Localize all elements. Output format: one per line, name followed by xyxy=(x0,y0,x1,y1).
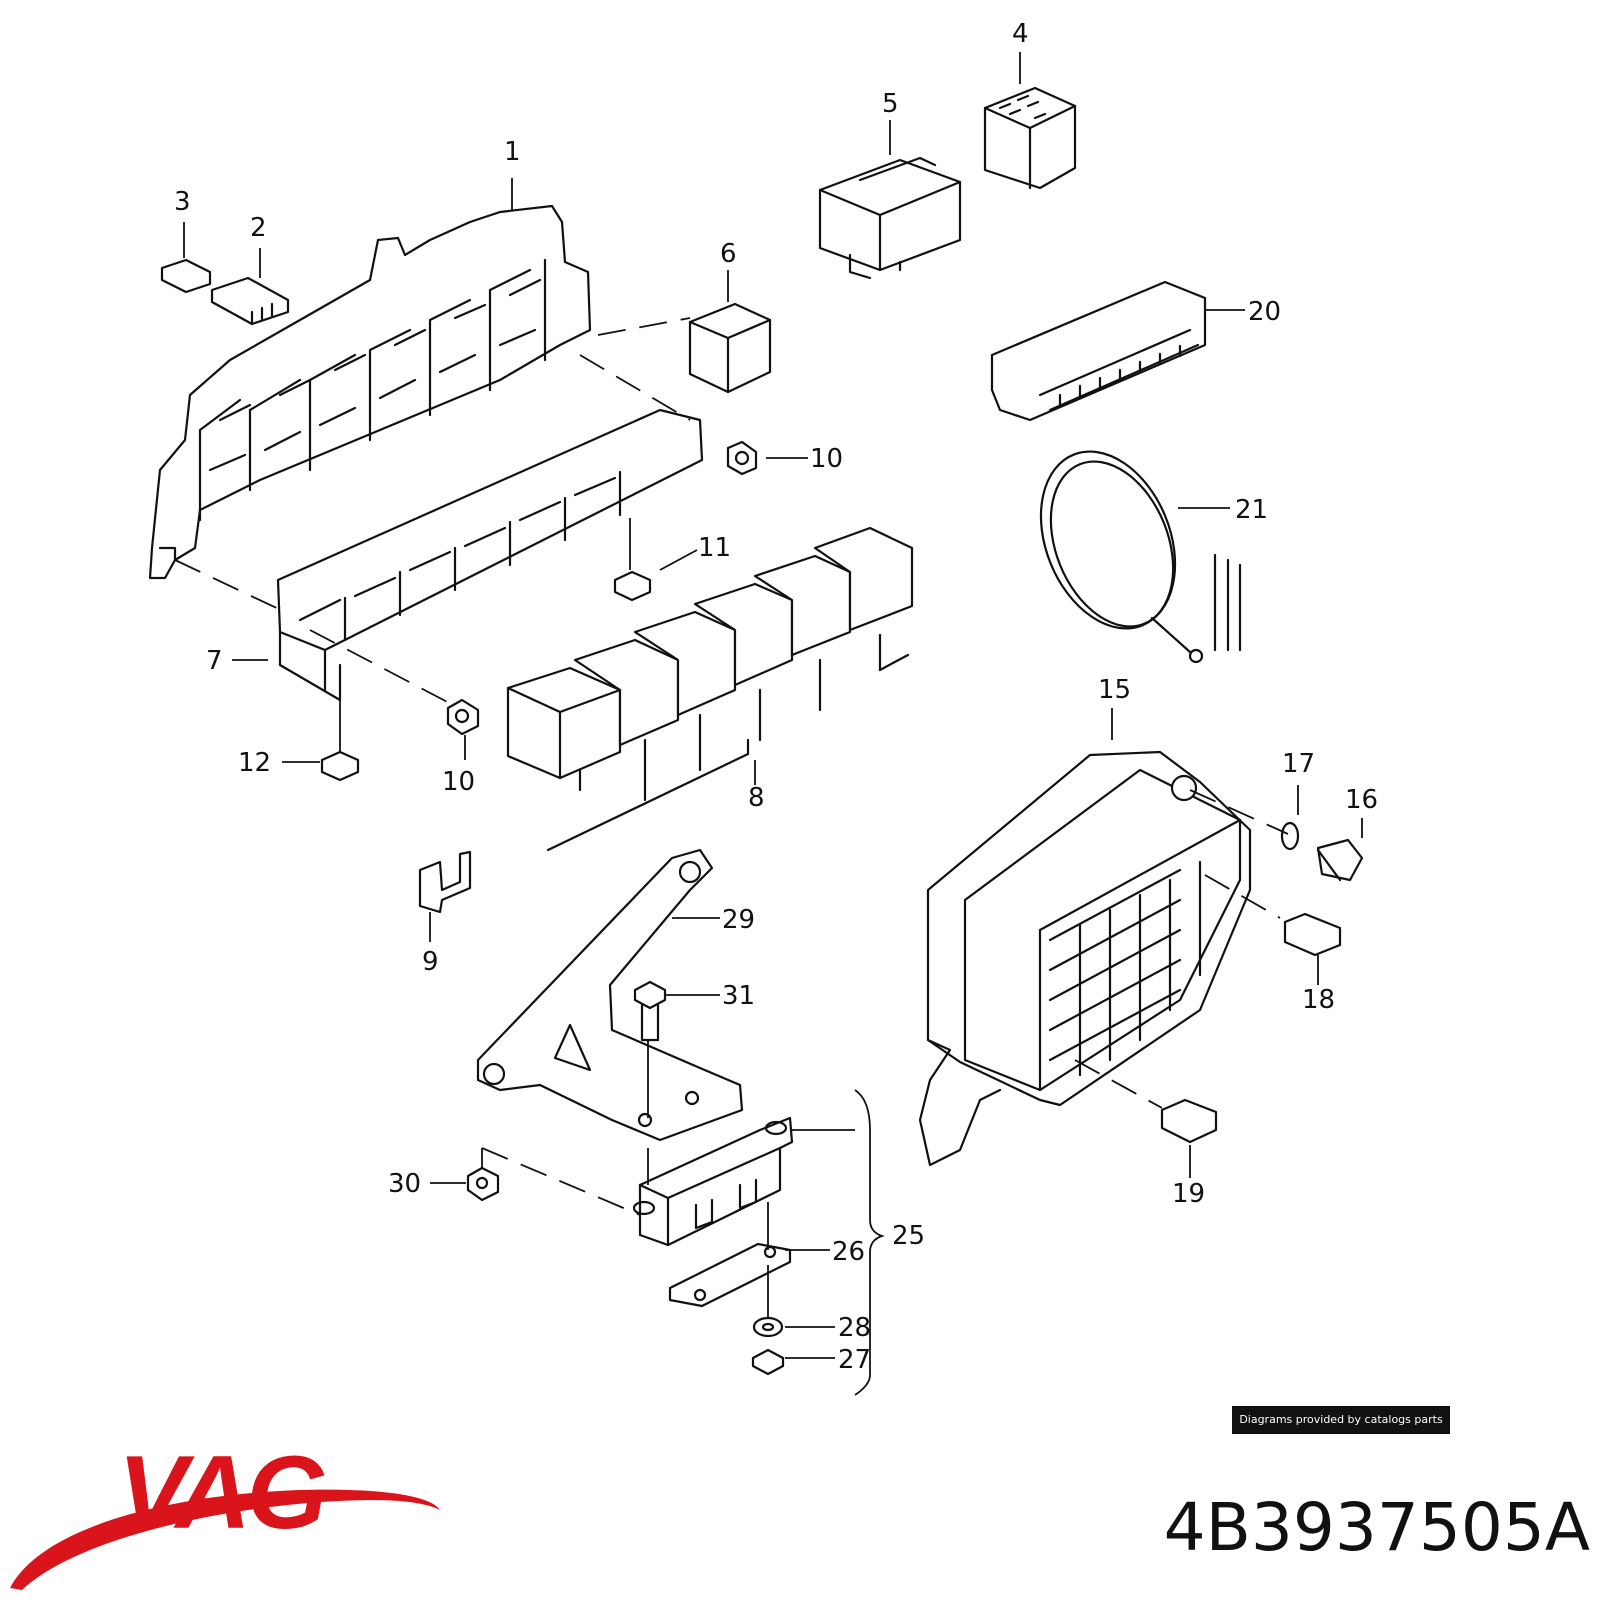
callout-29: 29 xyxy=(722,905,755,935)
hex-nut-12 xyxy=(320,750,360,782)
fuse-strip-20 xyxy=(990,280,1207,422)
callout-18: 18 xyxy=(1302,985,1335,1015)
hex-nut-27 xyxy=(751,1348,785,1376)
relay-cube-4 xyxy=(983,86,1077,190)
relay-socket-strip-7 xyxy=(276,408,704,702)
callout-20: 20 xyxy=(1248,297,1281,327)
diagram-credit-badge: Diagrams provided by catalogs parts xyxy=(1232,1406,1450,1434)
logo-wordmark: VAG xyxy=(118,1440,325,1551)
callout-10-lower: 10 xyxy=(442,767,475,797)
hex-nut-30 xyxy=(466,1166,500,1202)
callout-6: 6 xyxy=(720,239,737,269)
callout-15: 15 xyxy=(1098,675,1131,705)
lock-washer-28 xyxy=(752,1316,784,1338)
callout-10-upper: 10 xyxy=(810,444,843,474)
fuse-19 xyxy=(1160,1098,1218,1144)
vag-logo: VAG xyxy=(10,1440,440,1590)
relay-carrier-plate xyxy=(148,204,592,580)
callout-28: 28 xyxy=(838,1313,871,1343)
callout-26: 26 xyxy=(832,1237,865,1267)
callout-12: 12 xyxy=(238,748,271,778)
relay-base-5 xyxy=(818,156,962,280)
logo-swoosh xyxy=(10,1489,440,1590)
bolt-16 xyxy=(1316,838,1364,882)
hex-nut-10-lower xyxy=(446,698,480,736)
callout-19: 19 xyxy=(1172,1179,1205,1209)
bolt-31 xyxy=(633,980,667,1042)
callout-30: 30 xyxy=(388,1169,421,1199)
ground-strap-26 xyxy=(668,1242,792,1308)
assembly-lines xyxy=(174,317,1289,1318)
control-unit-25 xyxy=(632,1116,794,1247)
callout-7: 7 xyxy=(206,646,223,676)
fuse-box-cover-15 xyxy=(918,750,1252,1167)
callout-9: 9 xyxy=(422,947,439,977)
part-number: 4B3937505A xyxy=(1163,1489,1590,1566)
connector-housing-2 xyxy=(210,276,290,326)
relay-row-8 xyxy=(506,526,914,852)
hex-nut-10-upper xyxy=(726,440,758,476)
fuse-18 xyxy=(1283,912,1342,957)
callout-25: 25 xyxy=(892,1221,925,1251)
callout-31: 31 xyxy=(722,981,755,1011)
callout-11: 11 xyxy=(698,533,731,563)
callout-21: 21 xyxy=(1235,495,1268,525)
relay-6 xyxy=(688,302,772,394)
callout-labels: 1 2 3 4 5 6 7 8 9 10 10 11 12 15 16 17 1… xyxy=(174,19,1378,1375)
callout-2: 2 xyxy=(250,213,267,243)
mounting-bracket-29 xyxy=(476,848,744,1142)
bracket-clip-9 xyxy=(418,850,472,914)
washer-17 xyxy=(1280,821,1300,851)
hex-nut-11 xyxy=(613,570,652,602)
callout-3: 3 xyxy=(174,187,191,217)
callout-27: 27 xyxy=(838,1345,871,1375)
callout-17: 17 xyxy=(1282,749,1315,779)
callout-16: 16 xyxy=(1345,785,1378,815)
leader-lines xyxy=(183,52,1363,1396)
callout-8: 8 xyxy=(748,783,765,813)
callout-5: 5 xyxy=(882,89,899,119)
wire-loop-21 xyxy=(1039,450,1242,664)
callout-1: 1 xyxy=(504,137,521,167)
callout-4: 4 xyxy=(1012,19,1029,49)
connector-housing-3 xyxy=(160,258,212,294)
